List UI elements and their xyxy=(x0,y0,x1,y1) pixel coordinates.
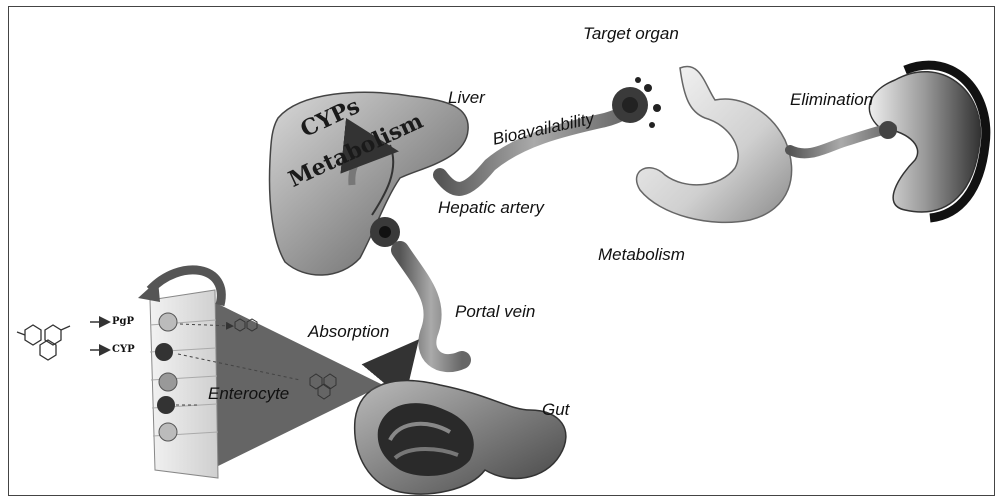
label-elimination: Elimination xyxy=(790,90,873,110)
label-hepatic-artery: Hepatic artery xyxy=(438,198,544,218)
pgp-transporter-label: PgP xyxy=(112,316,134,327)
label-target-organ: Target organ xyxy=(583,24,679,44)
kidney-organ xyxy=(790,65,986,218)
label-portal-vein: Portal vein xyxy=(455,302,535,322)
efflux-arrowhead xyxy=(138,280,160,302)
label-liver: Liver xyxy=(448,88,485,108)
label-metabolism: Metabolism xyxy=(598,245,685,265)
cyp-transporter-label: CYP xyxy=(112,344,135,355)
label-gut: Gut xyxy=(542,400,569,420)
drug-molecule-icon xyxy=(17,325,70,360)
gut-organ xyxy=(355,381,566,494)
label-absorption: Absorption xyxy=(308,322,389,342)
label-enterocyte: Enterocyte xyxy=(208,384,289,404)
stomach-organ xyxy=(637,66,792,222)
